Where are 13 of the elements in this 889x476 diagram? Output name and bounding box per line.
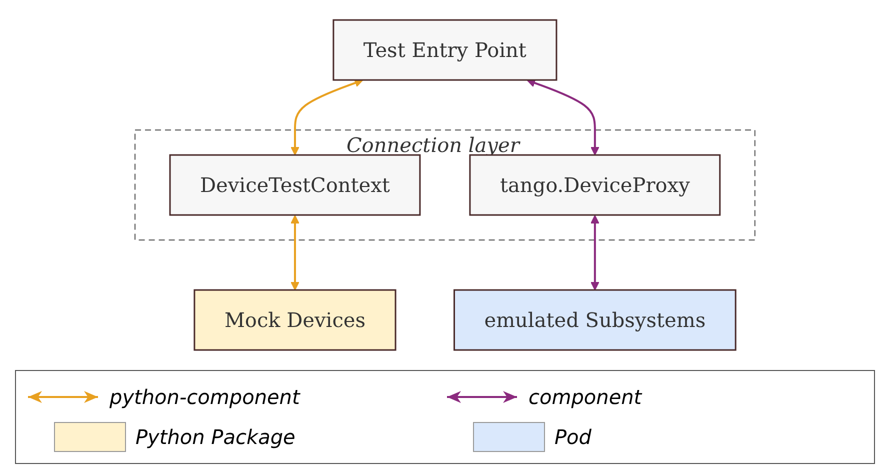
legend-label: Pod bbox=[554, 425, 592, 449]
node-box: Test Entry Point bbox=[332, 19, 557, 81]
arrow bbox=[290, 78, 363, 156]
arrow bbox=[590, 215, 599, 290]
node-box: DeviceTestContext bbox=[168, 154, 420, 216]
node-box: Mock Devices bbox=[193, 289, 396, 351]
node-box: emulated Subsystems bbox=[453, 289, 736, 351]
arrow bbox=[526, 78, 599, 156]
legend-label: component bbox=[528, 385, 642, 409]
legend-label: python-component bbox=[110, 385, 300, 409]
arrow bbox=[290, 215, 299, 290]
legend-label: Python Package bbox=[136, 425, 296, 449]
node-box: tango.DeviceProxy bbox=[468, 154, 720, 216]
